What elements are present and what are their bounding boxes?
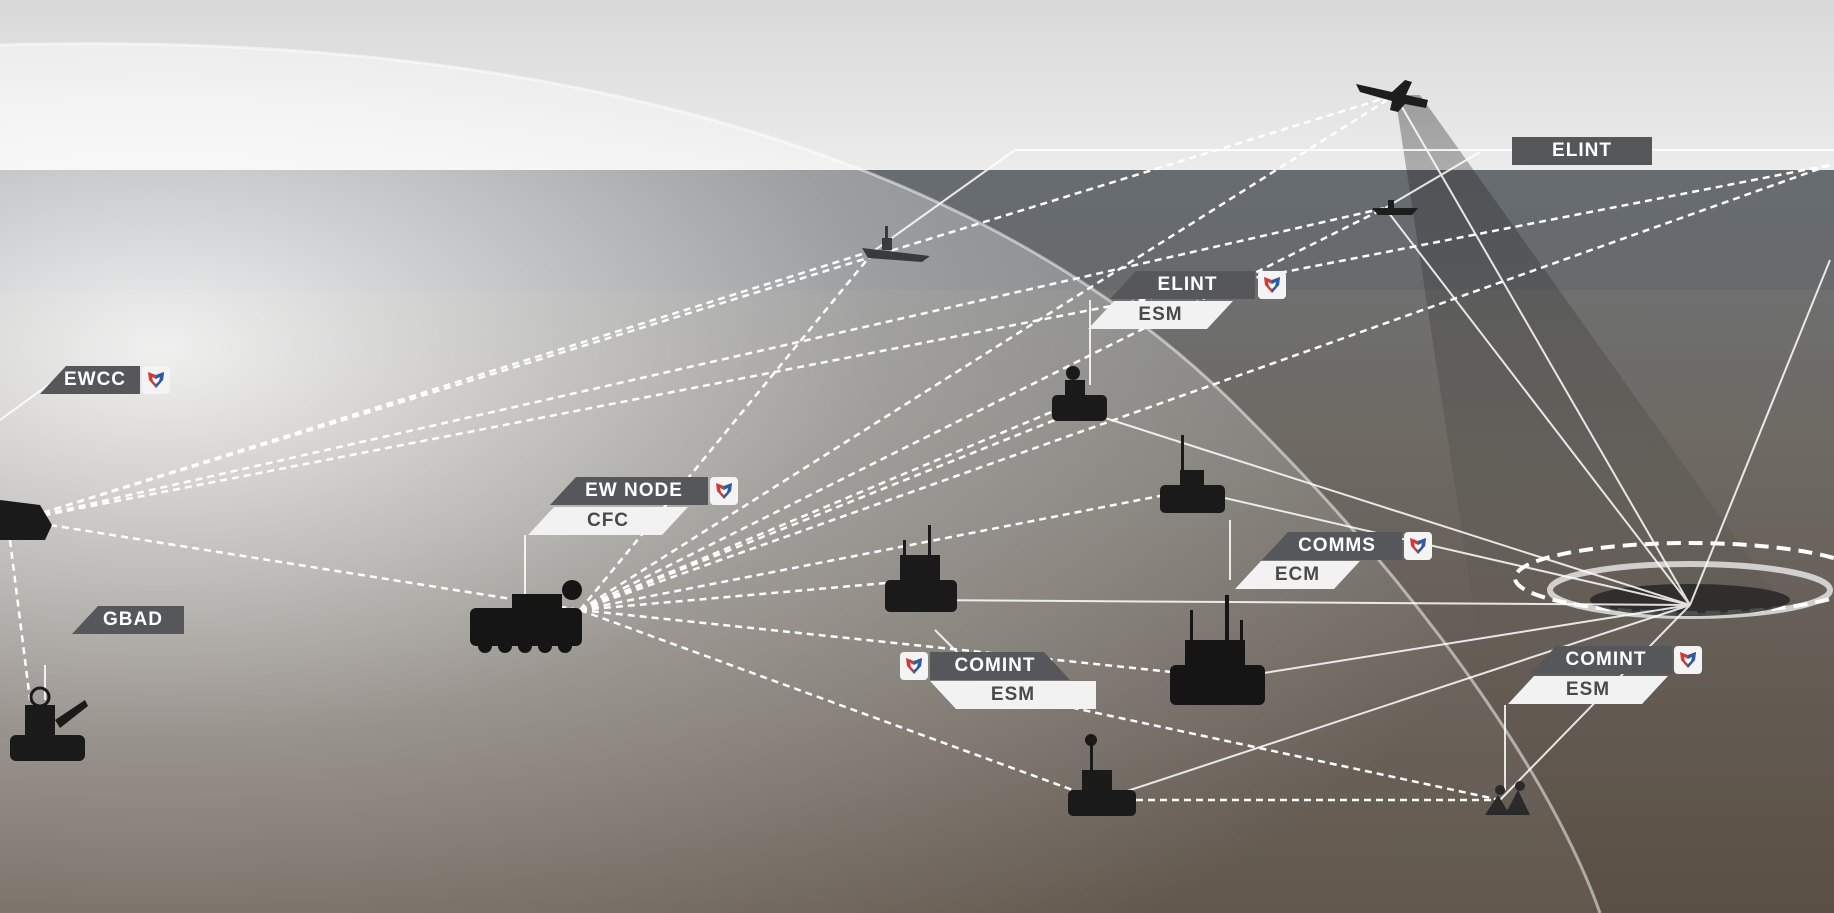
esm-center-label: ESM — [930, 681, 1096, 709]
ew-node-badge — [710, 477, 738, 505]
comint-center-label: COMINT — [930, 652, 1070, 680]
shield-logo-icon — [906, 658, 922, 674]
shield-logo-icon — [716, 483, 732, 499]
ewcc-vehicle-icon — [0, 500, 52, 540]
esm-mast-vehicle-icon — [1068, 734, 1136, 816]
dismounted-team-icon — [1485, 781, 1530, 815]
ewcc-badge — [142, 366, 170, 394]
small-ship-icon — [1372, 200, 1418, 215]
esm-node-label: ESM — [1088, 301, 1233, 329]
aircraft-beam — [1395, 95, 1780, 650]
comms-mast-vehicle-icon — [1160, 435, 1225, 513]
warship-icon — [862, 226, 930, 262]
ecm-jammer-vehicle-icon — [1170, 595, 1265, 705]
esm-right-label: ESM — [1508, 676, 1668, 704]
shield-logo-icon — [1410, 538, 1426, 554]
comint-right-badge — [1674, 646, 1702, 674]
network-links — [8, 93, 1831, 802]
shield-logo-icon — [1264, 277, 1280, 293]
comms-label: COMMS — [1262, 532, 1402, 560]
gbad-label: GBAD — [72, 606, 184, 634]
solid-links — [0, 94, 1834, 801]
elint-node-badge — [1258, 271, 1286, 299]
cfc-command-vehicle-icon — [470, 580, 582, 653]
elint-tracked-vehicle-icon — [1052, 366, 1107, 421]
elint-top-label: ELINT — [1512, 137, 1652, 165]
elint-node-label: ELINT — [1110, 271, 1255, 299]
ew-node-label: EW NODE — [550, 477, 708, 505]
fighter-jet-icon — [1356, 80, 1428, 112]
comint-right-label: COMINT — [1530, 646, 1672, 674]
gbad-launcher-icon — [10, 686, 88, 761]
shield-logo-icon — [1680, 652, 1696, 668]
target-rings — [1513, 541, 1834, 619]
comint-mast-vehicle-icon — [885, 525, 957, 612]
comint-center-badge — [900, 652, 928, 680]
comms-badge — [1404, 532, 1432, 560]
cfc-label: CFC — [528, 507, 688, 535]
shield-logo-icon — [148, 372, 164, 388]
